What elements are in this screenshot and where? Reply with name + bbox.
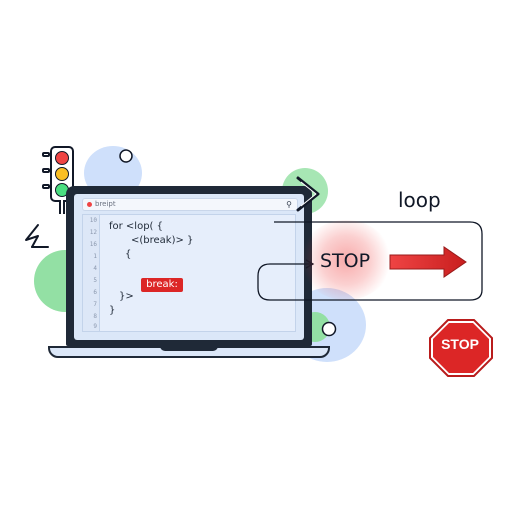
line-number: 5 <box>93 277 97 284</box>
loop-label: loop <box>398 188 441 212</box>
stop-glow <box>300 220 392 300</box>
code-editor[interactable]: 10 12 16 1 4 5 6 7 8 9 for <lop( { <(bre… <box>82 214 296 332</box>
code-line: <(break)> } <box>131 235 194 246</box>
traffic-light-red-lamp <box>55 151 69 165</box>
decor-circle-bottom <box>321 321 337 337</box>
record-dot-icon <box>87 202 92 207</box>
break-statement-highlight: break: <box>141 278 183 292</box>
laptop-notch <box>160 346 218 351</box>
code-line: } <box>109 305 116 316</box>
line-number: 8 <box>93 313 97 320</box>
laptop-screen: breipt ⚲ 10 12 16 1 4 5 6 7 8 9 for <lop… <box>74 194 304 340</box>
line-number: 16 <box>89 241 97 248</box>
decor-circle-top <box>119 149 133 163</box>
code-line: }> <box>119 291 134 302</box>
line-number: 9 <box>93 323 97 330</box>
stop-sign-label: STOP <box>441 336 479 352</box>
lightning-icon <box>25 224 49 248</box>
search-icon[interactable]: ⚲ <box>286 200 292 209</box>
stop-label: STOP <box>320 250 371 272</box>
code-line: { <box>125 249 132 260</box>
arrow-right-icon <box>389 246 467 278</box>
stop-sign-icon <box>429 319 493 377</box>
search-bar[interactable]: breipt ⚲ <box>82 198 298 211</box>
code-line: for <lop( { <box>109 221 163 232</box>
line-number: 1 <box>93 253 97 260</box>
line-number: 4 <box>93 265 97 272</box>
line-number: 12 <box>89 229 97 236</box>
line-number: 6 <box>93 289 97 296</box>
line-number: 10 <box>89 217 97 224</box>
traffic-light-yellow-lamp <box>55 167 69 181</box>
line-number: 7 <box>93 301 97 308</box>
line-number-gutter: 10 12 16 1 4 5 6 7 8 9 <box>83 215 100 331</box>
search-bar-text: breipt <box>95 200 116 208</box>
